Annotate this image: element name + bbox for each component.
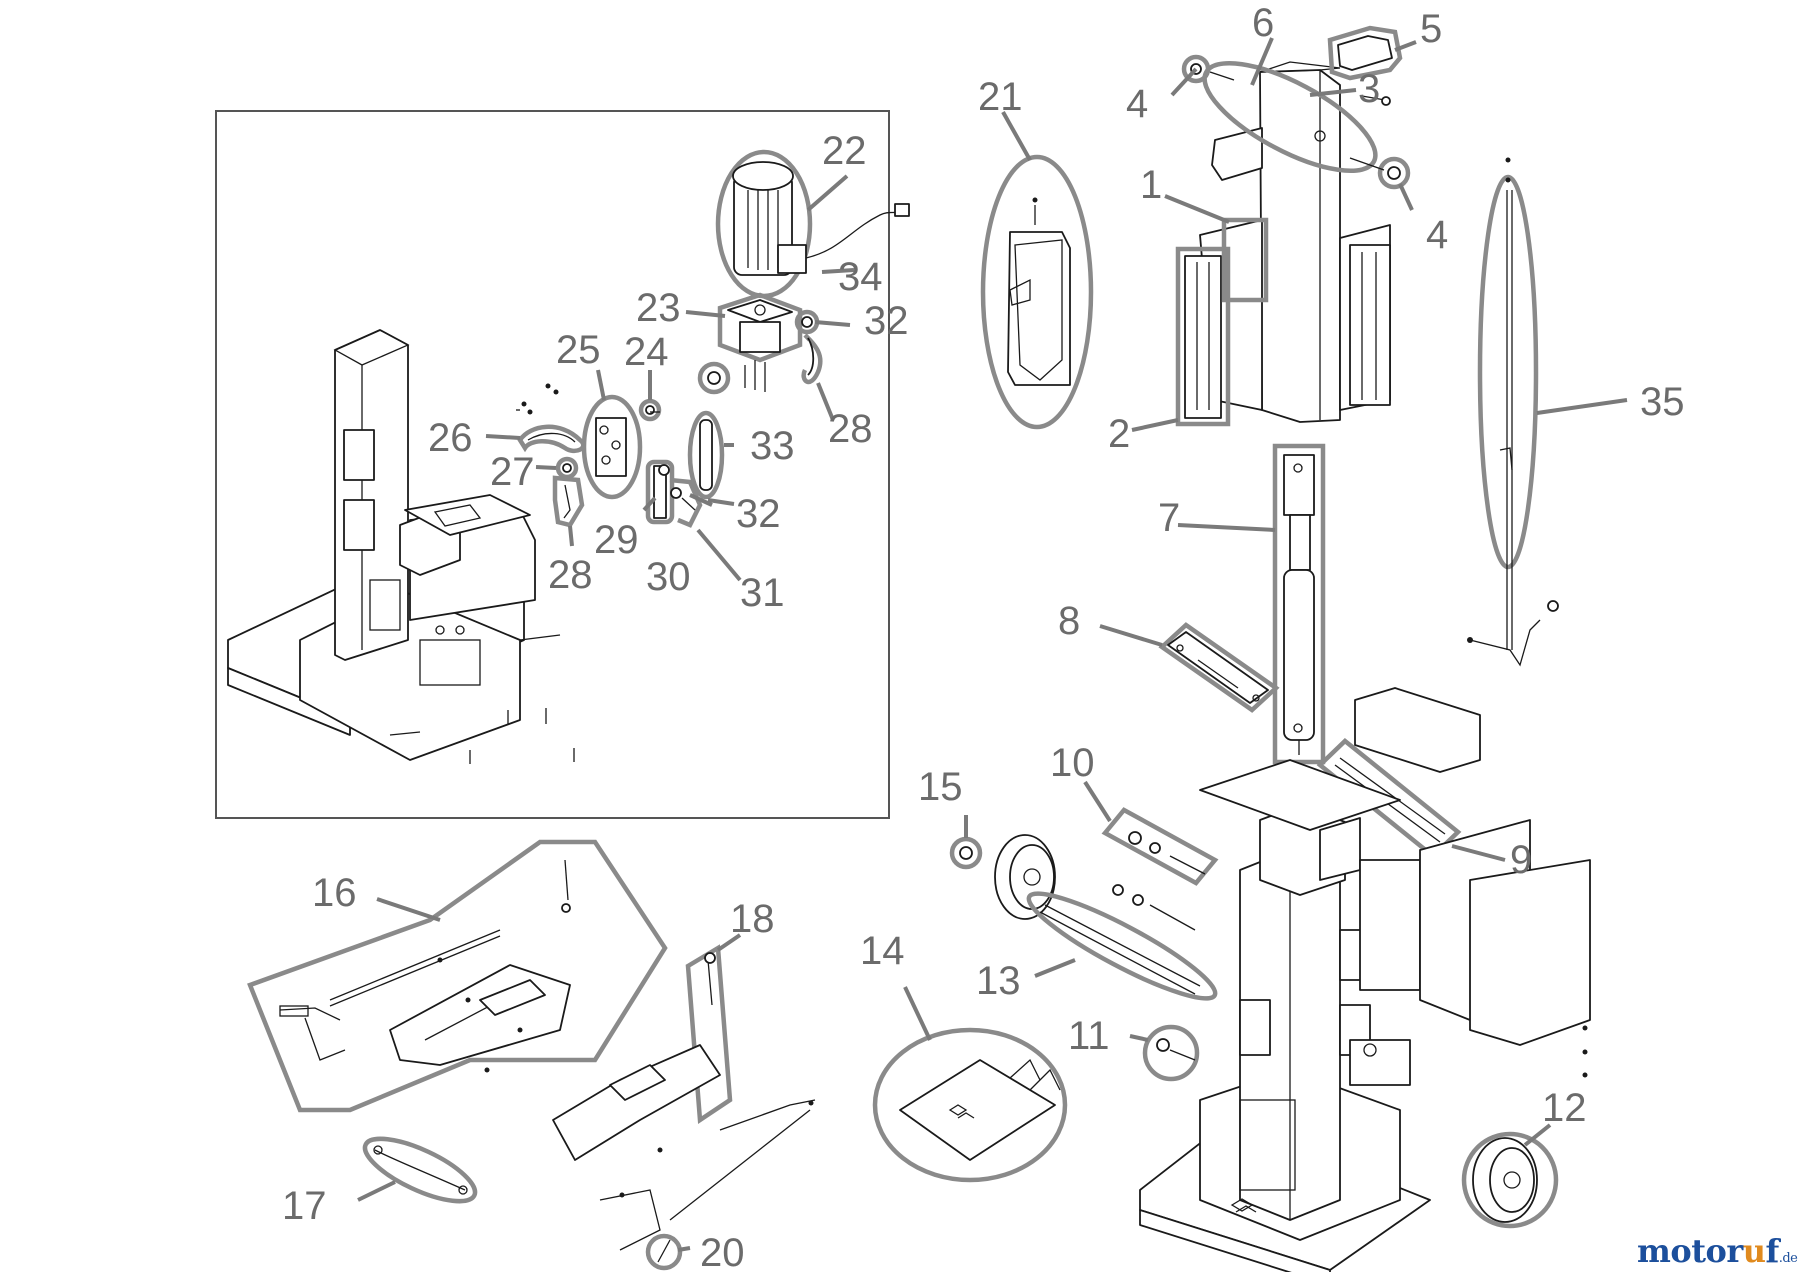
label-14: 14 bbox=[860, 929, 905, 973]
watermark-brand-c: f bbox=[1765, 1232, 1779, 1270]
label-33: 33 bbox=[750, 424, 795, 468]
label-2: 2 bbox=[1108, 412, 1130, 456]
label-7: 7 bbox=[1158, 496, 1180, 540]
label-22: 22 bbox=[822, 129, 867, 173]
label-28b: 28 bbox=[548, 553, 593, 597]
label-34: 34 bbox=[838, 255, 883, 299]
wheel-15 bbox=[949, 834, 1056, 920]
label-4b: 4 bbox=[1426, 213, 1448, 257]
watermark-logo: motoruf.de bbox=[1637, 1232, 1798, 1270]
wedge-21 bbox=[980, 154, 1094, 430]
label-17: 17 bbox=[282, 1184, 327, 1228]
spring-17 bbox=[362, 1136, 478, 1204]
cylinder-7 bbox=[1272, 443, 1326, 765]
label-12: 12 bbox=[1542, 1086, 1587, 1130]
label-30: 30 bbox=[646, 555, 691, 599]
fittings-10 bbox=[1101, 807, 1219, 886]
pin-11 bbox=[1142, 1024, 1200, 1082]
lever-35 bbox=[1467, 157, 1559, 667]
label-16: 16 bbox=[312, 871, 357, 915]
label-24: 24 bbox=[624, 330, 669, 374]
watermark-brand-a: motor bbox=[1637, 1232, 1743, 1270]
label-8: 8 bbox=[1058, 599, 1080, 643]
pump-23 bbox=[717, 292, 803, 392]
axle-13 bbox=[1026, 884, 1218, 1001]
base-16 bbox=[247, 839, 668, 1113]
bracket-18 bbox=[552, 944, 816, 1251]
label-13: 13 bbox=[976, 959, 1021, 1003]
inset-frame bbox=[215, 110, 890, 819]
label-31: 31 bbox=[740, 571, 785, 615]
label-6: 6 bbox=[1252, 1, 1274, 45]
label-32b: 32 bbox=[736, 492, 781, 536]
part-labels: 1 2 3 4 4 5 6 7 8 9 10 11 12 13 14 15 16… bbox=[282, 1, 1685, 1272]
watermark-tld: .de bbox=[1778, 1251, 1798, 1266]
plate-8 bbox=[1158, 622, 1280, 713]
label-18: 18 bbox=[730, 897, 775, 941]
label-29: 29 bbox=[594, 518, 639, 562]
watermark-brand-b: u bbox=[1742, 1232, 1766, 1270]
label-26: 26 bbox=[428, 416, 473, 460]
label-21: 21 bbox=[978, 75, 1023, 119]
label-3: 3 bbox=[1358, 67, 1380, 111]
foot-plate-14 bbox=[872, 1027, 1068, 1183]
label-27: 27 bbox=[490, 450, 535, 494]
label-20: 20 bbox=[700, 1231, 745, 1272]
label-23: 23 bbox=[636, 286, 681, 330]
label-28a: 28 bbox=[828, 407, 873, 451]
inset-base-machine bbox=[227, 329, 575, 764]
label-1: 1 bbox=[1140, 163, 1162, 207]
main-machine bbox=[1139, 687, 1591, 1272]
label-15: 15 bbox=[918, 765, 963, 809]
label-11: 11 bbox=[1068, 1014, 1110, 1058]
wheel-12 bbox=[1461, 1131, 1559, 1229]
leader-lines bbox=[357, 37, 1628, 1252]
pin-20 bbox=[645, 1233, 683, 1271]
label-5: 5 bbox=[1420, 7, 1442, 51]
label-32a: 32 bbox=[864, 299, 909, 343]
label-10: 10 bbox=[1050, 741, 1095, 785]
label-9: 9 bbox=[1510, 838, 1532, 882]
label-4a: 4 bbox=[1126, 82, 1148, 126]
label-25: 25 bbox=[556, 328, 601, 372]
top-column-assembly bbox=[1175, 25, 1411, 427]
label-35: 35 bbox=[1640, 380, 1685, 424]
